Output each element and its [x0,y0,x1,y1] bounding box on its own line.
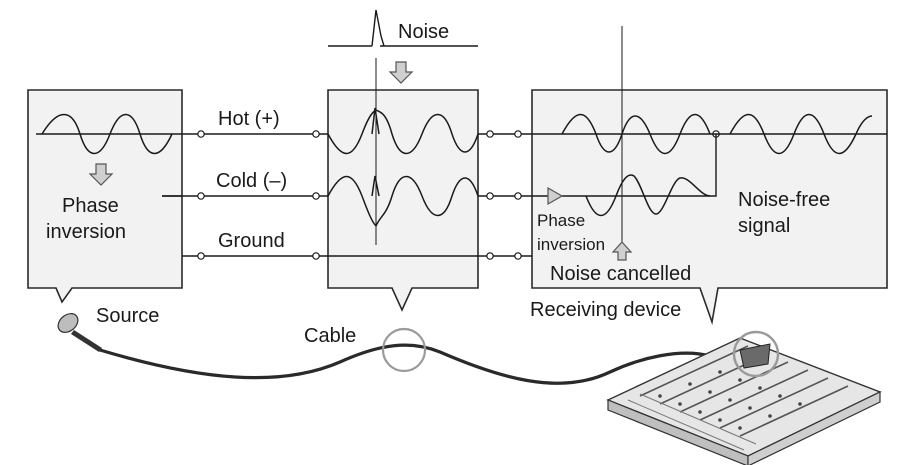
noise-free-label-1: Noise-free [738,189,830,211]
cable-label: Cable [304,325,356,347]
noise-label: Noise [398,21,449,43]
receiver-hot-wave [561,113,711,155]
noise-cancelled-arrow [611,241,633,261]
noise-free-label-2: signal [738,215,790,237]
receiver-inverted-wave [585,174,711,217]
phase-inversion-label-2: inversion [46,221,126,243]
phase-inversion-arrow [88,163,114,186]
cable-hot-wave [327,109,479,155]
mixer-console-icon [606,330,882,465]
cable-box [327,89,479,312]
phase-inversion-label-1: Phase [62,195,119,217]
source-label: Source [96,305,159,327]
receiver-phase-arrow [547,186,564,206]
cold-label: Cold (–) [216,170,287,192]
rx-phase-label-2: inversion [537,235,605,254]
hot-label: Hot (+) [218,108,280,130]
cable-highlight-circle [381,327,427,373]
receiving-box [531,89,888,326]
microphone-icon [57,313,102,352]
cable-noise-peak [371,107,380,197]
receiving-device-label: Receiving device [530,299,681,321]
receiver-cold-path [532,134,717,197]
noise-spike [328,9,478,47]
cable-line [99,343,711,385]
ground-label: Ground [218,230,285,252]
wire-nodes [197,130,720,260]
rx-phase-label-1: Phase [537,211,585,230]
noise-down-arrow [388,61,414,84]
noise-cancelled-label: Noise cancelled [550,263,691,285]
cable-cold-wave [327,175,479,228]
